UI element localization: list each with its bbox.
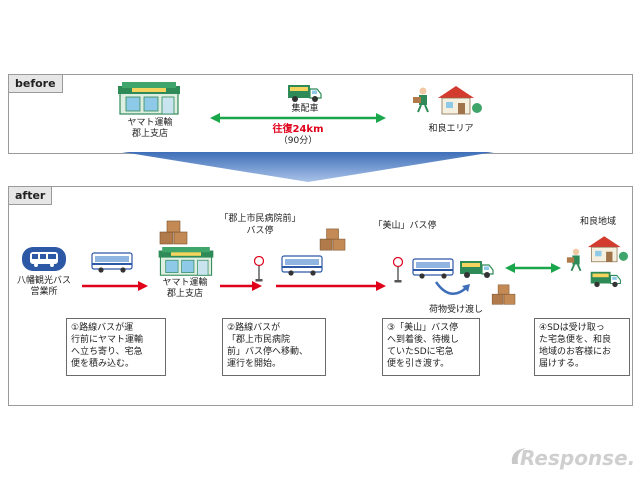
delivery-person-icon [413,87,429,113]
step-4-line-3: 地域のお客様にお [539,347,612,357]
step-box-1: ①路線バスが運 行前にヤマト運輸 へ立ち寄り、宅急 便を積み込む。 [66,318,166,376]
before-yamato-label-1: ヤマト運輸 [127,118,173,128]
step-box-4: ④SDは受け取っ た宅急便を、和良 地域のお客様にお 届けする。 [534,318,630,376]
before-tag: before [9,75,63,93]
hospital-stop-label-1: 「郡上市民病院前」 [219,214,301,224]
step-1-line-3: へ立ち寄り、宅急 [71,347,143,357]
local-delivery-arrow [505,263,561,273]
route-arrow-1 [82,281,148,291]
parcels-icon [159,220,188,245]
route-bus-icon [412,258,454,279]
after-yamato-label-1: ヤマト運輸 [162,278,208,288]
handover-label: 荷物受け渡し [428,305,483,315]
step-4-line-2: た宅急便を、和良 [539,335,612,345]
before-to-after-arrow [122,152,494,182]
after-tag: after [9,187,53,205]
yamato-store-icon [118,82,180,115]
step-4-line-4: 届けする。 [539,359,585,369]
bus-office-label-1: 八幡観光バス [16,276,71,286]
time-label: （90分） [278,136,318,146]
step-4-line-1: ④SDは受け取っ [539,323,605,333]
bus-company-logo-icon [22,247,66,271]
miyama-stop-label: 「美山」バス停 [373,221,437,231]
step-3-line-4: 便を引き渡す。 [387,359,450,369]
step-3-line-3: ていたSDに宅急 [387,347,454,357]
before-panel: before [8,74,633,154]
route-arrow-3 [276,281,386,291]
yamato-store-icon [158,247,214,276]
step-3-line-1: ③「美山」バス停 [387,323,459,333]
handover-arrow [434,281,470,295]
delivery-truck-icon [288,85,322,102]
delivery-truck-icon [590,271,621,288]
after-destination-label: 和良地域 [579,217,616,227]
response-swoosh-icon [511,448,526,464]
round-trip-arrow [210,113,386,123]
distance-label: 往復24km [272,124,324,135]
step-1-line-4: 便を積み込む。 [71,359,135,369]
house-icon [438,86,482,115]
house-icon [587,236,628,263]
before-destination-label: 和良エリア [428,124,474,134]
step-box-2: ②路線バスが 「郡上市民病院 前」バス停へ移動、 運行を開始。 [222,318,326,376]
bus-stop-sign-icon [253,255,265,282]
watermark: Response. [520,446,636,470]
before-truck-label: 集配車 [291,104,319,114]
route-arrow-2 [220,281,262,291]
hospital-stop-label-2: バス停 [246,226,274,236]
bus-stop-sign-icon [392,256,404,283]
route-bus-icon [281,255,323,276]
delivery-truck-icon [460,261,494,278]
route-bus-icon [91,252,133,273]
step-1-line-1: ①路線バスが運 [71,323,134,333]
parcels-icon [319,228,346,251]
bus-office-label-2: 営業所 [30,287,58,297]
step-2-line-3: 前」バス停へ移動、 [227,347,309,357]
step-2-line-4: 運行を開始。 [227,359,282,369]
step-1-line-2: 行前にヤマト運輸 [71,335,144,345]
step-box-3: ③「美山」バス停 へ到着後、待機し ていたSDに宅急 便を引き渡す。 [382,318,480,376]
step-3-line-2: へ到着後、待機し [387,335,460,345]
parcels-icon [491,284,516,305]
delivery-person-icon [566,248,582,272]
after-yamato-label-2: 郡上支店 [166,289,203,299]
step-2-line-2: 「郡上市民病院 [227,335,291,345]
before-yamato-label-2: 郡上支店 [131,129,168,139]
step-2-line-1: ②路線バスが [227,323,281,333]
